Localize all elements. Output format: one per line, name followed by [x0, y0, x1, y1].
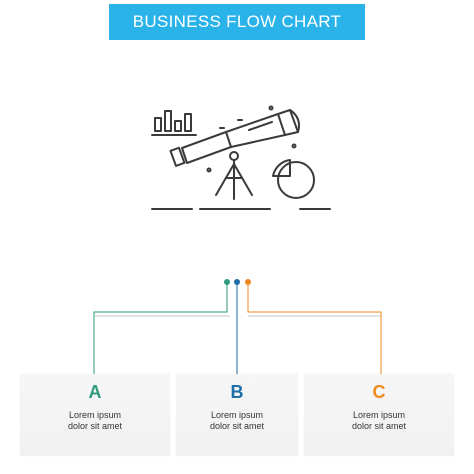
pie-chart-icon [272, 159, 315, 199]
step-letter-c: C [372, 382, 386, 402]
title-banner: BUSINESS FLOW CHART [109, 4, 365, 40]
connector-dot-a [224, 279, 230, 285]
step-card-b: B Lorem ipsum dolor sit amet [176, 374, 298, 456]
step-text-a-line1: Lorem ipsum [68, 410, 122, 420]
step-text-c-line2: dolor sit amet [351, 421, 407, 431]
connector-a [93, 283, 228, 374]
step-letter-b: B [230, 382, 244, 402]
banner-title: BUSINESS FLOW CHART [132, 12, 342, 31]
bar-chart-icon [151, 110, 197, 136]
connector-dot-b [234, 279, 240, 285]
step-text-b-line2: dolor sit amet [209, 421, 265, 431]
step-text-c-line1: Lorem ipsum [352, 410, 406, 420]
step-text-a-line2: dolor sit amet [67, 421, 123, 431]
step-card-c: C Lorem ipsum dolor sit amet [304, 374, 454, 456]
step-text-c: Lorem ipsum dolor sit amet [304, 410, 454, 432]
step-letter-a: A [88, 382, 102, 402]
connector-dot-c [245, 279, 251, 285]
step-text-a: Lorem ipsum dolor sit amet [20, 410, 170, 432]
telescope-icon [169, 109, 300, 200]
step-card-a: A Lorem ipsum dolor sit amet [20, 374, 170, 456]
telescope-analytics-icon [151, 105, 331, 210]
step-text-b-line1: Lorem ipsum [210, 410, 264, 420]
step-text-b: Lorem ipsum dolor sit amet [176, 410, 298, 432]
connector-c [247, 283, 382, 374]
